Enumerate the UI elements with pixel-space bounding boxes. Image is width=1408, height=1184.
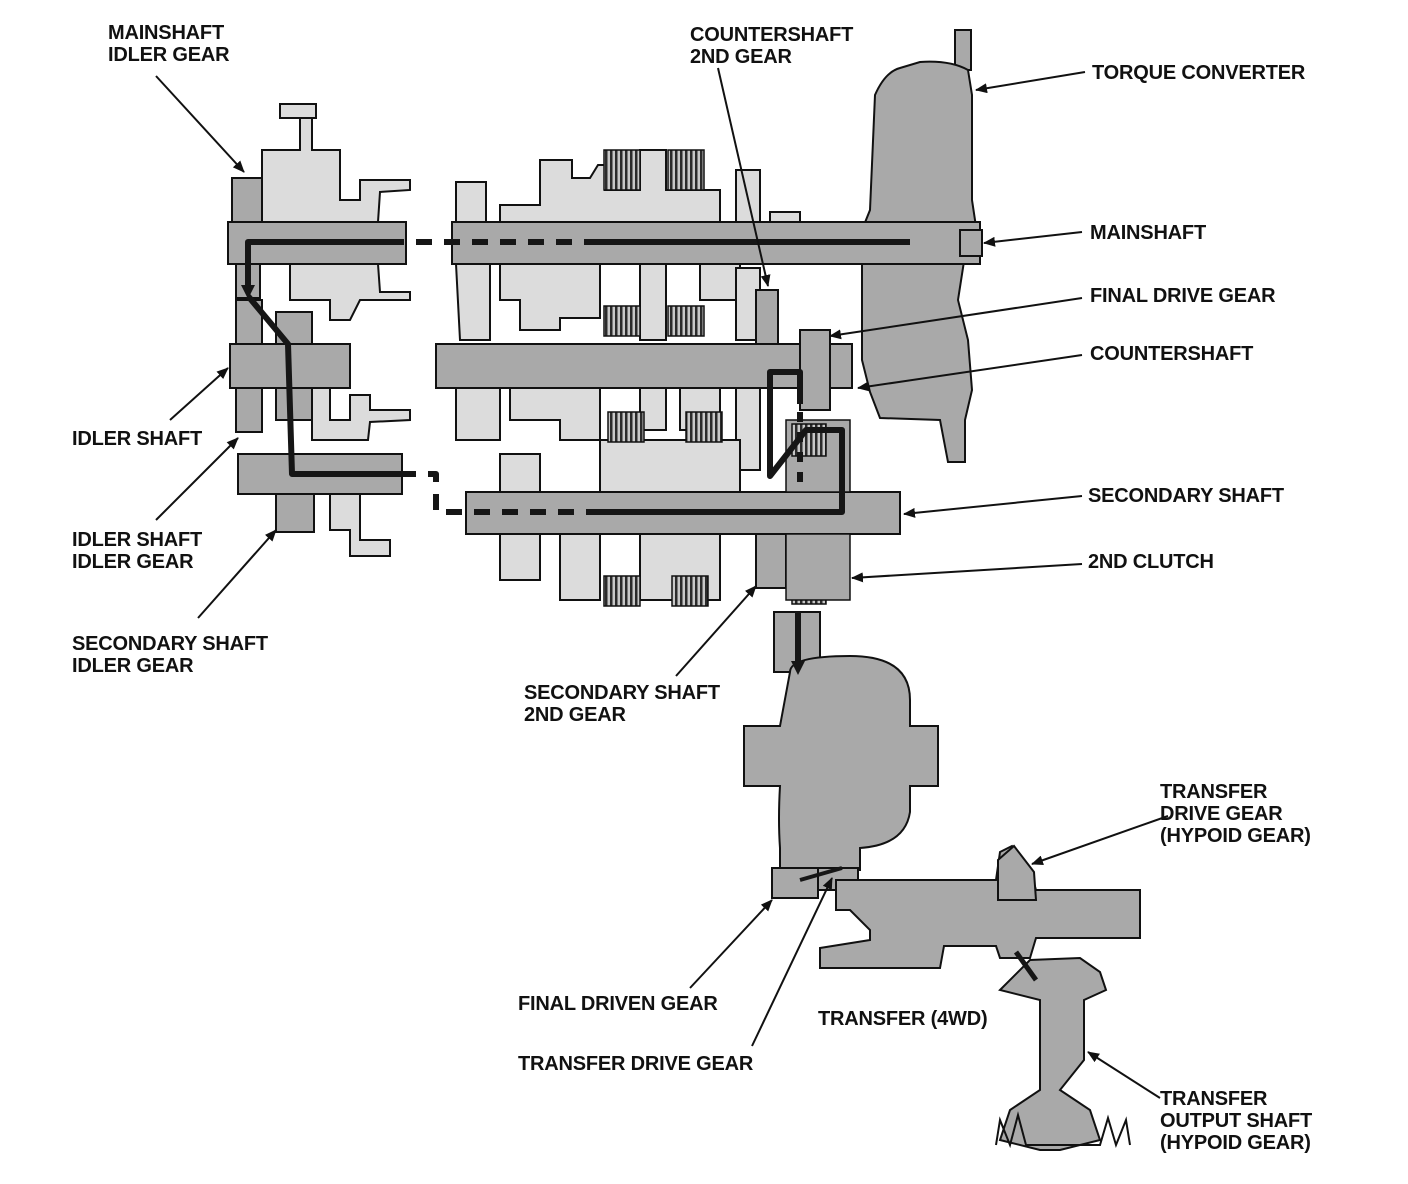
label-secondary-shaft: SECONDARY SHAFT bbox=[1088, 485, 1284, 507]
leader-secondary-shaft-idler-gear bbox=[197, 529, 277, 619]
power-flow-path bbox=[241, 239, 1039, 982]
label-transfer-drive-gear-hypoid: TRANSFER DRIVE GEAR (HYPOID GEAR) bbox=[1160, 781, 1311, 847]
leader-final-drive-gear bbox=[829, 297, 1083, 340]
leader-transfer-output-shaft bbox=[1087, 1051, 1161, 1099]
lower-clutch-packs bbox=[603, 411, 723, 607]
leader-2nd-clutch bbox=[851, 563, 1083, 583]
leader-torque-converter bbox=[975, 71, 1086, 94]
transfer-assembly bbox=[819, 844, 1141, 969]
label-secondary-shaft-idler-gear: SECONDARY SHAFT IDLER GEAR bbox=[72, 633, 268, 677]
leader-transfer-drive-gear bbox=[751, 877, 833, 1047]
leader-mainshaft-idler-gear bbox=[155, 75, 245, 173]
secondary-shaft-idler-gear bbox=[275, 493, 315, 533]
upper-clutch-packs bbox=[603, 149, 705, 337]
leader-countershaft bbox=[857, 354, 1083, 392]
countershaft-2nd-gear bbox=[755, 289, 779, 345]
label-idler-shaft: IDLER SHAFT bbox=[72, 428, 203, 450]
label-transfer-output-shaft: TRANSFER OUTPUT SHAFT (HYPOID GEAR) bbox=[1160, 1088, 1313, 1154]
leader-secondary-shaft-2nd-gear bbox=[675, 585, 757, 677]
left-lower-gear-cluster bbox=[314, 493, 391, 557]
label-idler-shaft-idler-gear: IDLER SHAFT IDLER GEAR bbox=[72, 529, 203, 573]
countershaft-gear-cluster bbox=[455, 387, 761, 471]
label-transfer-drive-gear: TRANSFER DRIVE GEAR bbox=[518, 1053, 754, 1075]
leader-mainshaft bbox=[983, 231, 1083, 247]
label-countershaft-2nd-gear: COUNTERSHAFT 2ND GEAR bbox=[690, 24, 854, 68]
leader-lines bbox=[155, 67, 1169, 1099]
leader-idler-shaft-idler-gear bbox=[155, 437, 239, 521]
label-secondary-shaft-2nd-gear: SECONDARY SHAFT 2ND GEAR bbox=[524, 682, 720, 726]
leader-secondary-shaft bbox=[903, 495, 1083, 518]
left-upper-gear-cluster bbox=[261, 103, 411, 321]
leader-transfer-drive-gear-hypoid bbox=[1031, 815, 1169, 866]
final-drive-gear bbox=[799, 329, 831, 411]
final-driven-gear bbox=[771, 867, 819, 899]
label-2nd-clutch: 2ND CLUTCH bbox=[1088, 551, 1214, 573]
differential bbox=[743, 611, 939, 871]
secondary-shaft-2nd-gear bbox=[755, 533, 787, 589]
label-torque-converter: TORQUE CONVERTER bbox=[1092, 62, 1306, 84]
countershaft bbox=[435, 343, 853, 389]
transfer-output-shaft bbox=[995, 956, 1131, 1151]
transfer-drive-gear-hypoid bbox=[997, 844, 1038, 901]
label-mainshaft: MAINSHAFT bbox=[1090, 222, 1206, 244]
left-middle-gear-cluster bbox=[311, 387, 411, 441]
label-final-driven-gear: FINAL DRIVEN GEAR bbox=[518, 993, 718, 1015]
label-countershaft: COUNTERSHAFT bbox=[1090, 343, 1254, 365]
label-final-drive-gear: FINAL DRIVE GEAR bbox=[1090, 285, 1276, 307]
leader-countershaft-2nd-gear bbox=[717, 67, 771, 287]
leader-final-driven-gear bbox=[689, 899, 773, 989]
leader-idler-shaft bbox=[169, 367, 229, 421]
label-mainshaft-idler-gear: MAINSHAFT IDLER GEAR bbox=[108, 22, 230, 66]
label-transfer-4wd: TRANSFER (4WD) bbox=[818, 1008, 988, 1030]
